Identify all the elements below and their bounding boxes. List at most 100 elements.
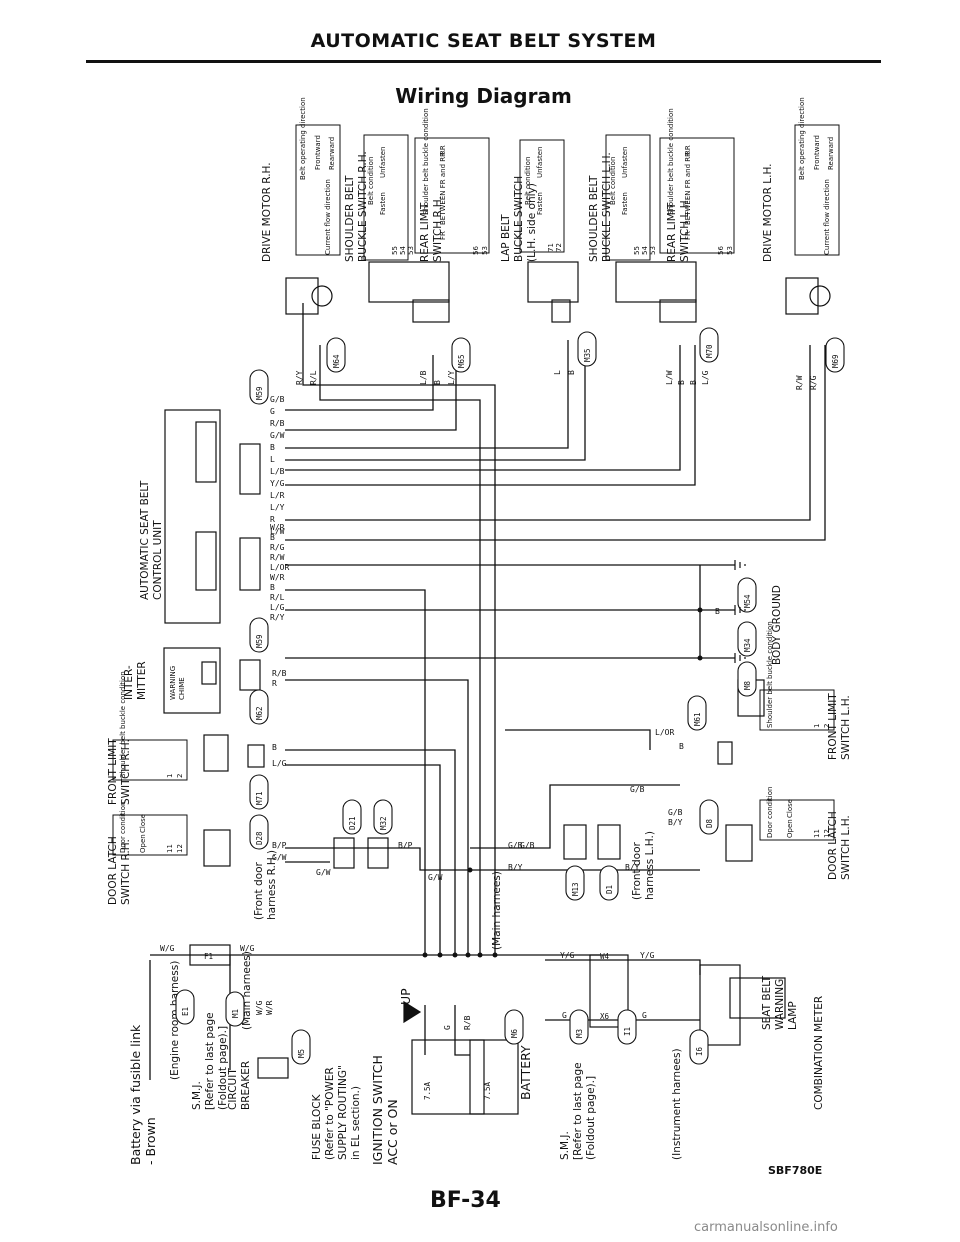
wire-trunk-2 — [319, 345, 481, 955]
smj-joint-box — [589, 954, 629, 1028]
label-front-limit-rh-1: FRONT LIMIT — [107, 738, 119, 805]
wire-trunk-7 — [285, 345, 681, 471]
tbl-row-56-lh: 56 — [717, 246, 725, 255]
conn-m34-label: M34 — [743, 638, 752, 652]
conn-m59-lower-oval — [249, 617, 269, 653]
label-front-limit-lh-1: FRONT LIMIT — [827, 693, 839, 760]
junction-dots — [422, 607, 703, 958]
label-up: UP — [398, 988, 413, 1005]
conn-d1-oval — [599, 865, 619, 901]
wire-color-label: W/R — [270, 573, 285, 582]
tbl-belt-operating-lh: Belt operating direction — [798, 97, 806, 180]
wire-bundles — [149, 303, 826, 1080]
label-front-door-rh-2: harness R.H.) — [266, 850, 278, 920]
tbl-row-72: 72 — [555, 243, 563, 252]
label-smj-right-2: [Refer to last page — [572, 1062, 584, 1160]
conn-d21-label: D21 — [348, 816, 357, 830]
conn-m62-oval — [249, 689, 269, 725]
label-warning-chime-2: CHIME — [178, 677, 186, 700]
conn-m64-label: M64 — [332, 354, 341, 368]
label-lap-buckle-2: BUCKLE SWITCH — [513, 176, 525, 262]
wire-color-label: L — [553, 370, 562, 375]
conn-d28-label: D28 — [255, 831, 264, 845]
up-arrow-icon — [403, 1000, 422, 1024]
tbl-row-53-lh: 53 — [649, 246, 657, 255]
tbl-fasten-lap: Fasten — [536, 192, 544, 215]
wire-frontlimit-lh — [505, 729, 651, 750]
wire-color-label: R/W — [795, 375, 804, 390]
wire-trunk-3 — [285, 355, 434, 411]
seat-belt-lamp-box — [729, 977, 786, 1019]
tbl-close-rh: Close — [139, 814, 147, 833]
tbl-fr-lh: FR — [684, 231, 692, 240]
tbl-row-56-rh: 56 — [472, 246, 480, 255]
shoulder-buckle-rh-symbol — [368, 261, 450, 303]
connector-m65-block — [412, 299, 450, 323]
wire-color-label: W/G — [255, 1000, 264, 1015]
wire-color-label: G/B — [520, 841, 535, 850]
conn-m32-oval — [373, 799, 393, 835]
connector-m70-block — [659, 299, 697, 323]
label-body-ground: BODY GROUND — [771, 585, 783, 665]
wire-color-label: G/W — [428, 873, 443, 882]
connector-m35-block — [551, 299, 571, 323]
page-header: AUTOMATIC SEAT BELT SYSTEM — [310, 30, 657, 52]
label-rear-limit-lh-2: SWITCH L.H. — [679, 197, 691, 262]
tbl-rr-rh: RR — [439, 145, 447, 155]
conn-e1-label: E1 — [181, 1007, 190, 1016]
wire-color-label: G/B — [508, 841, 523, 850]
label-smj-right-1: S.M.J. — [559, 1131, 571, 1160]
label-smj-left-1: S.M.J. — [191, 1081, 203, 1110]
junction-dot — [467, 867, 473, 873]
wire-color-label: L/G — [701, 370, 710, 385]
junction-dot — [697, 607, 703, 613]
wire-color-label: L/W — [270, 527, 285, 536]
cu-connector-lower — [195, 531, 217, 591]
tbl-row-71: 71 — [547, 243, 555, 252]
meter-lamp-box — [699, 964, 741, 1046]
wire-trunk-6 — [285, 340, 586, 461]
drive-motor-rh-icon — [311, 285, 333, 307]
intermitter-connector — [239, 659, 261, 691]
tbl-row-12-rh: 12 — [176, 844, 184, 853]
label-intermitter-2: MITTER — [136, 661, 148, 700]
conn-d8-label: D8 — [705, 818, 714, 828]
junction-dot — [697, 655, 703, 661]
watermark: carmanualsonline.info — [694, 1220, 838, 1235]
conn-m54-label: M54 — [743, 594, 752, 608]
tbl-belt-condition-lh: Belt condition — [609, 157, 617, 205]
wire-color-label: W/G — [240, 944, 255, 953]
wire-color-label: B — [689, 380, 698, 385]
drive-motor-lh-symbol — [785, 277, 819, 315]
table-belt-operation-lh — [794, 124, 840, 256]
wire-color-label: L/B — [419, 370, 428, 385]
label-front-limit-lh-2: SWITCH L.H. — [840, 695, 852, 760]
conn-d28-oval — [249, 814, 269, 850]
tbl-fr-rh: FR — [439, 231, 447, 240]
connector-labels: M64 M65 M35 M70 M69 M59 M59 M62 M71 D28 … — [181, 344, 840, 1058]
label-seat-belt-lamp-3: LAMP — [787, 1001, 799, 1030]
pin-x6-label: X6 — [600, 1012, 610, 1021]
label-door-latch-lh-1: DOOR LATCH — [827, 811, 839, 880]
wire-door-rh-1 — [285, 847, 470, 871]
tbl-row-53b-rh: 53 — [481, 246, 489, 255]
conn-i6-label: I6 — [695, 1046, 704, 1056]
wire-color-label: G/B — [630, 785, 645, 794]
wire-color-label: L/OR — [270, 563, 289, 572]
label-door-latch-lh-2: SWITCH L.H. — [840, 815, 852, 880]
figure-code: SBF780E — [768, 1164, 823, 1177]
chime-symbol — [201, 661, 217, 685]
door-rh-joint-a — [333, 837, 355, 869]
circuit-breaker-box — [257, 1057, 289, 1079]
wire-color-label: B — [270, 533, 275, 542]
wire-frontlimit-rh-2 — [285, 764, 441, 955]
wire-color-label: B — [272, 743, 277, 752]
table-shoulder-cond-rear-rh — [414, 137, 490, 254]
wire-color-label: L/B — [270, 467, 285, 476]
wire-color-label: R/Y — [295, 370, 304, 385]
shoulder-buckle-lh-symbol — [615, 261, 697, 303]
ground-icon — [734, 653, 746, 663]
table-shoulder-cond-front-rh — [112, 739, 188, 781]
tbl-front-row-1-lh: 1 — [813, 724, 821, 728]
wire-color-label: B/Y — [508, 863, 523, 872]
